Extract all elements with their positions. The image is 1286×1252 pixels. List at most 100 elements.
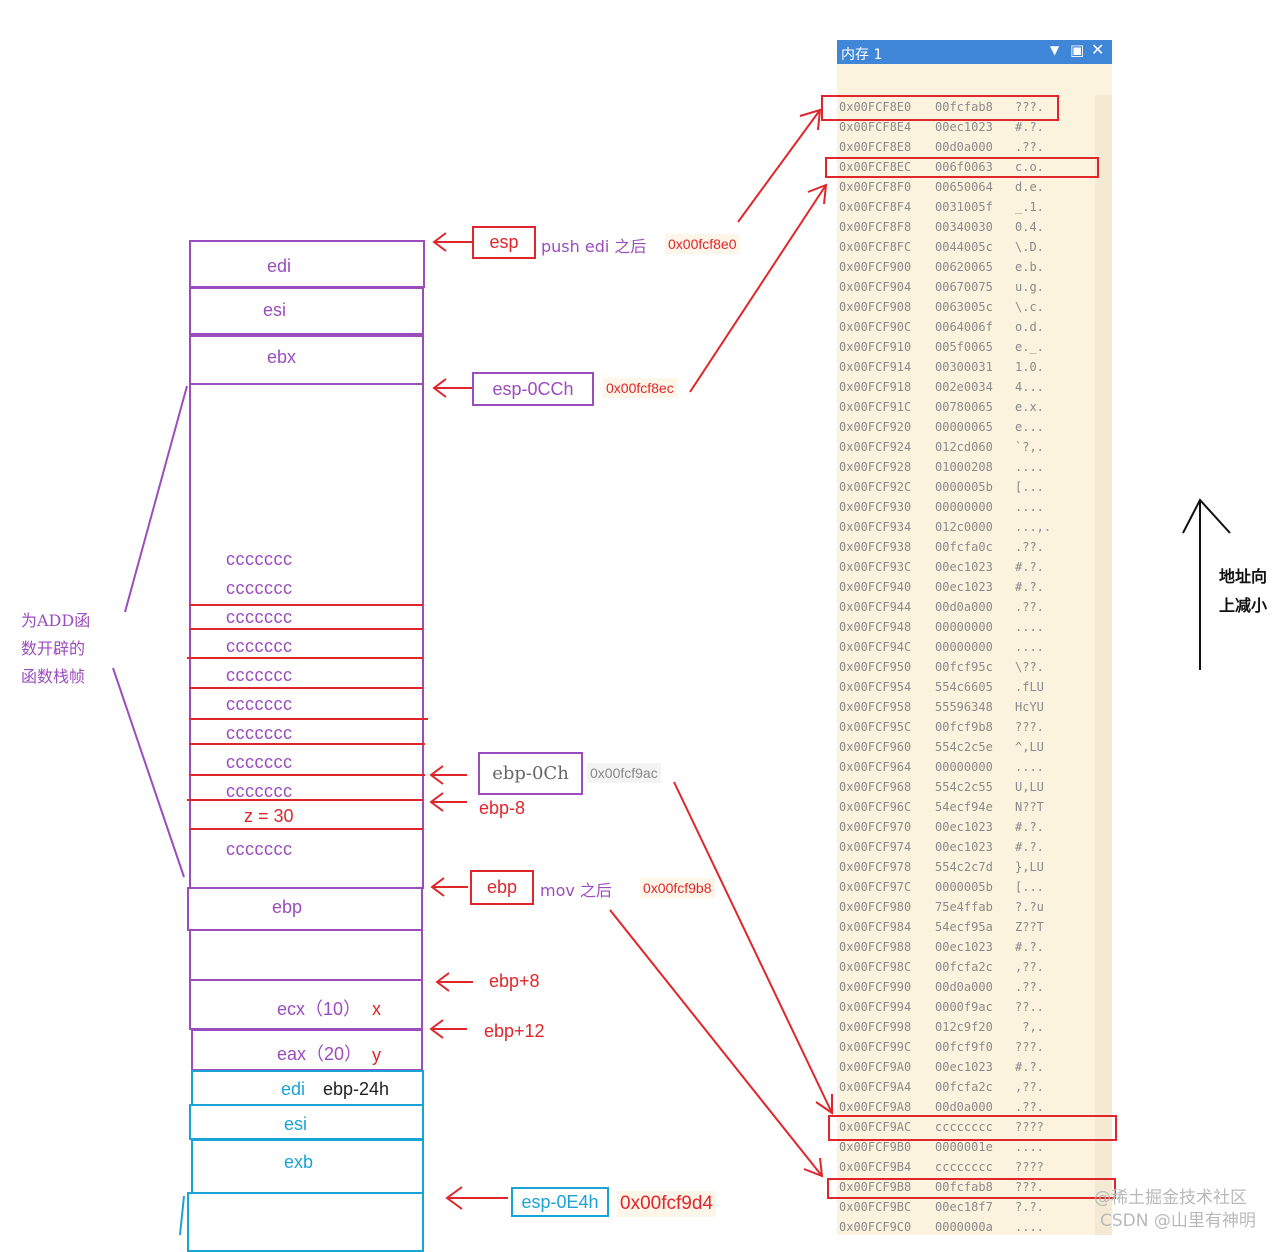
ebp-plus12-label: ebp+12 (484, 1021, 545, 1041)
memory-address: 0x00FCF9B4 (839, 1160, 912, 1174)
memory-value: cccccccc (935, 1160, 993, 1174)
fill-pattern: ccccccc (226, 549, 293, 569)
memory-value: 00d0a000 (935, 1100, 993, 1114)
stack-label-esi: esi (263, 300, 287, 320)
memory-ascii: .... (1015, 760, 1044, 774)
memory-ascii: ???. (1015, 1040, 1044, 1054)
memory-value: 554c2c5e (935, 740, 993, 754)
fill-pattern: ccccccc (226, 578, 293, 598)
memory-address: 0x00FCF954 (839, 680, 912, 694)
memory-address: 0x00FCF8F4 (839, 200, 912, 214)
memory-ascii: .... (1015, 640, 1044, 654)
memory-address: 0x00FCF920 (839, 420, 912, 434)
memory-address: 0x00FCF97C (839, 880, 912, 894)
divider-line (189, 718, 428, 720)
link-arrow (689, 183, 828, 393)
memory-ascii: ...,. (1015, 520, 1052, 534)
close-icon[interactable]: ✕ (1091, 40, 1105, 59)
memory-address: 0x00FCF94C (839, 640, 912, 654)
ebp-tag: ebp (470, 870, 534, 905)
divider-line (189, 687, 423, 689)
memory-value: 00ec1023 (935, 940, 993, 954)
memory-value: 54ecf94e (935, 800, 993, 814)
memory-ascii: ?,. (1015, 1020, 1044, 1034)
memory-address: 0x00FCF908 (839, 300, 912, 314)
memory-address: 0x00FCF968 (839, 780, 912, 794)
frame-bracket (112, 667, 185, 878)
ebp-0ch-tag-text: ebp-0Ch (492, 763, 569, 784)
z-value-label: z = 30 (244, 806, 294, 826)
memory-ascii: ^,LU (1015, 740, 1044, 754)
memory-value: 0000005b (935, 480, 993, 494)
memory-value: 00300031 (935, 360, 993, 374)
memory-ascii: #.?. (1015, 940, 1044, 954)
fill-pattern: ccccccc (226, 694, 293, 714)
memory-value: 00780065 (935, 400, 993, 414)
memory-address: 0x00FCF96C (839, 800, 912, 814)
memory-address: 0x00FCF95C (839, 720, 912, 734)
memory-address: 0x00FCF970 (839, 820, 912, 834)
fill-pattern: ccccccc (226, 636, 293, 656)
memory-address: 0x00FCF990 (839, 980, 912, 994)
memory-ascii: 0.4. (1015, 220, 1044, 234)
fill-pattern: ccccccc (226, 607, 293, 627)
esp-0cch-tag-text: esp-0CCh (492, 379, 574, 399)
memory-address: 0x00FCF90C (839, 320, 912, 334)
memory-ascii: e._. (1015, 340, 1044, 354)
stack-box-ebp (187, 887, 423, 931)
stack-edge (179, 1195, 185, 1235)
memory-ascii: .fLU (1015, 680, 1044, 694)
fill-pattern: ccccccc (226, 752, 293, 772)
memory-value: 0031005f (935, 200, 993, 214)
divider-line (189, 604, 423, 606)
memory-address: 0x00FCF948 (839, 620, 912, 634)
pointer-arrow (435, 972, 473, 992)
memory-address: 0x00FCF978 (839, 860, 912, 874)
memory-address: 0x00FCF998 (839, 1020, 912, 1034)
memory-address: 0x00FCF964 (839, 760, 912, 774)
dropdown-icon[interactable]: ▼ (1050, 43, 1060, 57)
stack-box-return (189, 929, 423, 981)
memory-address: 0x00FCF988 (839, 940, 912, 954)
memory-ascii: N??T (1015, 800, 1044, 814)
direction-note-line: 上减小 (1219, 596, 1268, 615)
memory-address: 0x00FCF91C (839, 400, 912, 414)
memory-ascii: #.?. (1015, 840, 1044, 854)
memory-address: 0x00FCF9A4 (839, 1080, 912, 1094)
frame-note-line: 为ADD函 (21, 611, 91, 630)
frame-bracket (124, 385, 188, 613)
memory-scrollbar[interactable] (1095, 95, 1112, 1235)
memory-ascii: .... (1015, 1140, 1044, 1154)
maximize-icon[interactable]: ▣ (1070, 41, 1085, 59)
memory-ascii: \.c. (1015, 300, 1044, 314)
memory-value: 55596348 (935, 700, 993, 714)
memory-ascii: [... (1015, 480, 1044, 494)
memory-address: 0x00FCF92C (839, 480, 912, 494)
memory-ascii: ,??. (1015, 1080, 1044, 1094)
pointer-arrow (445, 1186, 508, 1210)
memory-ascii: d.e. (1015, 180, 1044, 194)
memory-value: 00ec1023 (935, 1060, 993, 1074)
stack-label-esi-caller: esi (284, 1114, 308, 1134)
var-x-label: x (372, 999, 381, 1019)
memory-ascii: `?,. (1015, 440, 1044, 454)
memory-address: 0x00FCF938 (839, 540, 912, 554)
memory-address: 0x00FCF9C0 (839, 1220, 912, 1234)
ebp-8-label: ebp-8 (479, 798, 526, 818)
memory-value: 0000f9ac (935, 1000, 993, 1014)
memory-address: 0x00FCF9A8 (839, 1100, 912, 1114)
memory-ascii: ?.?. (1015, 1200, 1044, 1214)
memory-ascii: #.?. (1015, 1060, 1044, 1074)
memory-value: 00d0a000 (935, 980, 993, 994)
memory-address: 0x00FCF934 (839, 520, 912, 534)
memory-value: 00fcf9f0 (935, 1040, 993, 1054)
frame-note-line: 函数栈帧 (21, 667, 86, 686)
stack-label-ebx: ebx (267, 347, 297, 367)
memory-ascii: .... (1015, 460, 1044, 474)
memory-address: 0x00FCF9B8 (839, 1180, 912, 1194)
memory-value: 00340030 (935, 220, 993, 234)
memory-ascii: .... (1015, 1220, 1044, 1234)
memory-value: 00000000 (935, 760, 993, 774)
memory-value: 0044005c (935, 240, 993, 254)
memory-value: 006f0063 (935, 160, 993, 174)
